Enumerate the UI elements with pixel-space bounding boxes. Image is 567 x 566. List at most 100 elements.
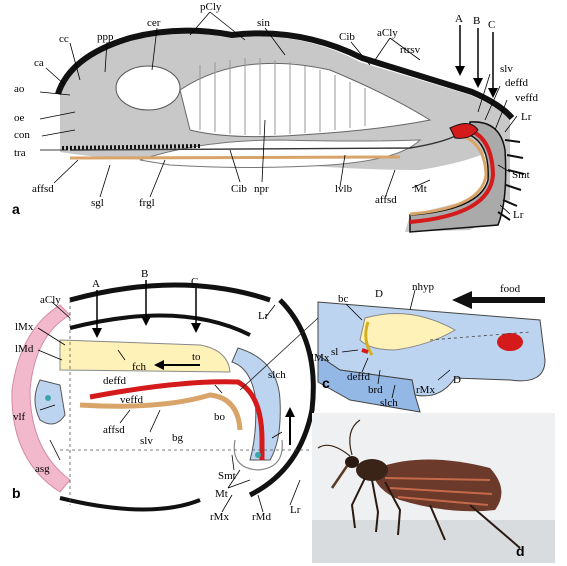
blue-block-c-lower (317, 354, 421, 413)
panel-letter-a: a (12, 201, 20, 217)
panel-a: cc ppp cer pCly sin aCly A B C ca ao oe … (12, 1, 539, 233)
teal-dot-1 (45, 395, 51, 401)
pink-clypeus (11, 304, 71, 493)
label-cib-top: Cib (339, 31, 355, 43)
label-c-deffd: deffd (347, 371, 371, 383)
label-frgl: frgl (139, 197, 155, 209)
label-ppp: ppp (97, 31, 114, 43)
left-structure-b (34, 379, 66, 425)
label-lr-1: Lr (521, 111, 532, 123)
label-c-sl: sl (331, 346, 338, 358)
label-b-slch: slch (268, 369, 286, 381)
label-acly: aCly (377, 27, 398, 39)
panel-d: d (312, 413, 555, 563)
label-lr-2: Lr (513, 209, 524, 221)
photo-shadow (312, 520, 555, 563)
label-b-acly: aCly (40, 294, 61, 306)
cerebrum (115, 65, 181, 111)
section-arrowhead-c (488, 88, 498, 98)
connector-line-bc (239, 317, 319, 391)
label-pcly: pCly (200, 1, 222, 13)
label-c-bc: bc (338, 293, 349, 305)
section-arrowhead-b-c (191, 323, 201, 333)
afferent-duct (69, 155, 401, 160)
label-sgl: sgl (91, 197, 104, 209)
panel-c: bc D nhyp food lMx sl deffd brd slch rMx… (239, 281, 546, 413)
proboscis-tan-duct (409, 131, 488, 216)
label-deffd: deffd (505, 77, 529, 89)
insect-thorax (356, 459, 388, 481)
label-b-lr-2: Lr (290, 504, 301, 516)
label-oe: oe (14, 112, 25, 124)
red-sl-c (361, 348, 369, 354)
insect-antennae (317, 419, 361, 457)
label-c-food: food (500, 283, 521, 295)
label-b-b-arrow: B (141, 268, 148, 280)
labrum-bristles (497, 139, 525, 221)
label-smt: Smt (512, 169, 530, 181)
trachea (61, 144, 201, 150)
muscle-bands (199, 58, 366, 135)
insect-proboscis (330, 465, 349, 489)
label-lvlb: lvlb (335, 183, 353, 195)
label-cc: cc (59, 33, 69, 45)
label-con: con (14, 129, 30, 141)
label-c-slch: slch (380, 397, 398, 409)
red-blob-c (497, 333, 523, 351)
salivary-sac (449, 123, 479, 139)
panel-letter-d: d (516, 543, 525, 559)
panel-letter-c: c (322, 375, 330, 391)
label-c-arrow: C (488, 19, 495, 31)
label-b-bo: bo (214, 411, 226, 423)
label-mt: Mt (414, 183, 427, 195)
bottom-cuticle-b (59, 496, 201, 512)
label-b-to: to (192, 351, 201, 363)
label-b-rmx: rMx (210, 511, 229, 523)
label-b-fch: fch (132, 361, 147, 373)
dashed-line-c (429, 331, 531, 341)
section-arrowhead-b-b (141, 316, 151, 326)
inner-ring-b (233, 439, 283, 471)
label-b-lr-1: Lr (258, 310, 269, 322)
panel-letter-b: b (12, 485, 21, 501)
label-b-lmx: lMx (15, 321, 34, 333)
label-c-d2: D (453, 374, 461, 386)
label-b-mt: Mt (215, 488, 228, 500)
label-b-veffd: veffd (120, 394, 144, 406)
label-tra: tra (14, 147, 26, 159)
panel-b: aCly A B C lMx lMd Lr to fch deffd veffd… (11, 268, 316, 523)
insect-wing-stripes (384, 477, 493, 506)
yellow-brush-c (364, 321, 374, 356)
label-sin: sin (257, 17, 270, 29)
label-b-smt: Smt (218, 470, 236, 482)
outer-cuticle-b (69, 282, 271, 303)
label-slv: slv (500, 63, 513, 75)
outer-cuticle-b-curve (248, 298, 316, 498)
label-rtrsv: rtrsv (400, 44, 421, 56)
label-c-brd: brd (368, 384, 383, 396)
insect-head (345, 456, 359, 468)
lower-chamber (139, 139, 422, 168)
label-b-bg: bg (172, 432, 184, 444)
upward-arrowhead (285, 407, 295, 417)
label-affsd-1: affsd (32, 183, 54, 195)
food-flow-arrowhead (154, 360, 164, 370)
label-b-c-arrow: C (191, 276, 198, 288)
label-a-arrow: A (455, 13, 463, 25)
label-b-slv: slv (140, 435, 153, 447)
label-b-a-arrow: A (92, 278, 100, 290)
label-affsd-2: affsd (375, 194, 397, 206)
label-b-deffd: deffd (103, 375, 127, 387)
red-canal-b (89, 379, 265, 460)
teal-dot-2 (255, 452, 261, 458)
label-c-rmx: rMx (416, 384, 435, 396)
proboscis-outer (409, 121, 507, 233)
proboscis-red-canal (409, 126, 496, 224)
cream-lamella-c (359, 313, 457, 351)
label-c-nhyp: nhyp (412, 281, 435, 293)
label-cer: cer (147, 17, 161, 29)
label-c-lmx: lMx (311, 352, 330, 364)
section-arrowhead-a (455, 66, 465, 76)
label-ca: ca (34, 57, 44, 69)
